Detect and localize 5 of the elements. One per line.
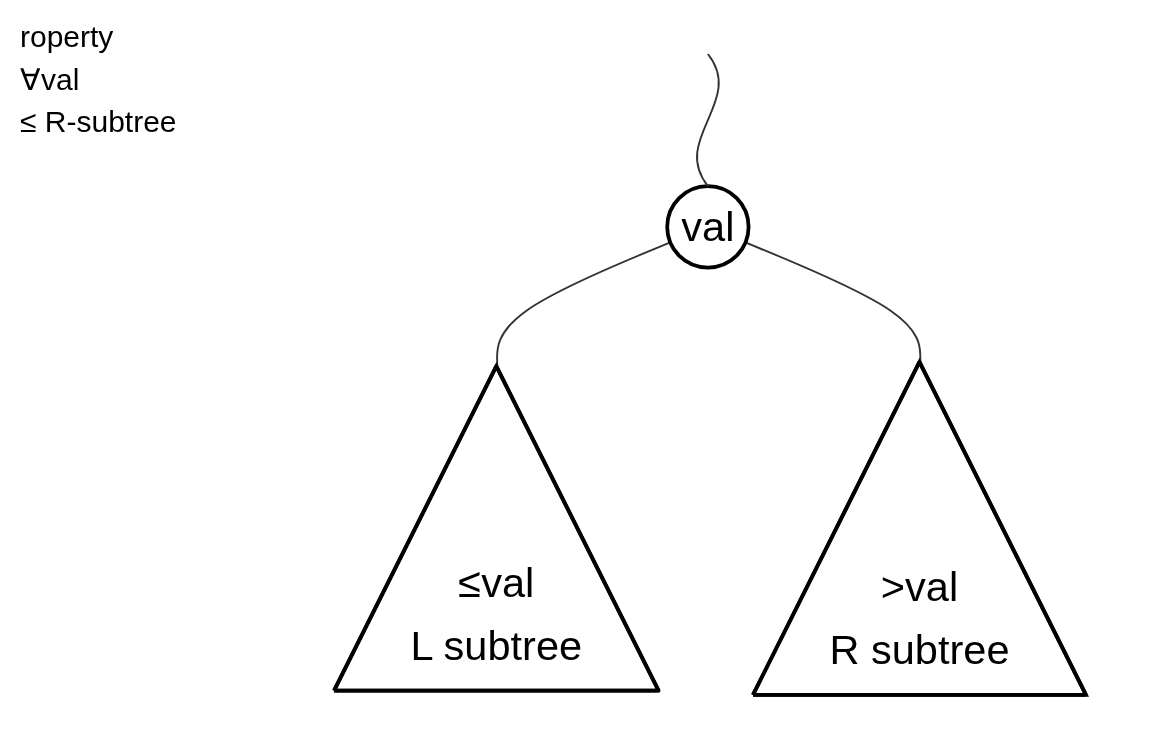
node-circle: val	[665, 184, 751, 270]
connector-line	[696, 53, 720, 188]
note-text: roperty	[20, 20, 115, 54]
note-text: ∀val	[20, 62, 81, 97]
note-text: ≤ R-subtree	[20, 105, 177, 139]
